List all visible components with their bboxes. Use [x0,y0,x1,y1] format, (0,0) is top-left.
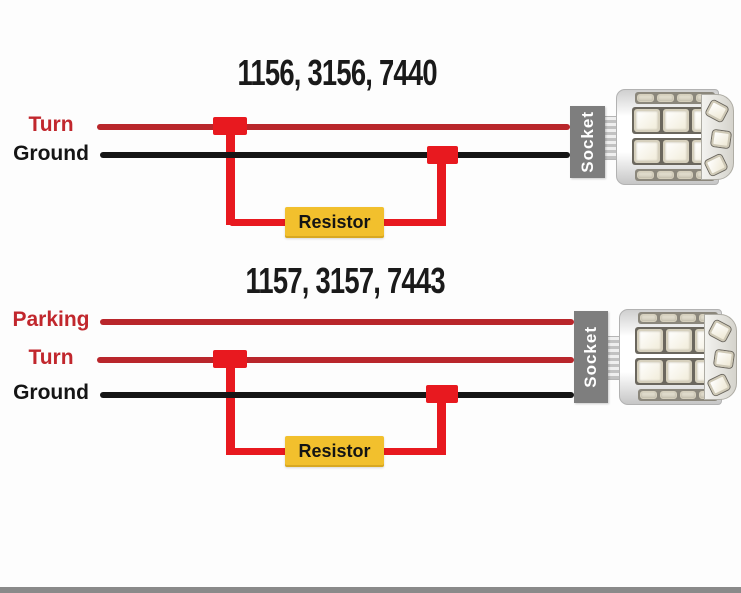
led-chip [634,140,660,163]
led-chip [666,360,692,383]
led-chip [704,153,728,177]
led-chip [679,391,697,399]
diagram1-turn-label: Turn [28,113,74,136]
diagram2-socket-box: Socket [574,311,608,403]
diagram1-turn-tap-down-wire [226,132,235,225]
led-chip [637,360,663,383]
diagram2-turn-tap-connector [213,350,247,368]
led-strip-top [635,92,715,104]
led-chip [637,171,654,179]
led-chip [637,329,663,352]
diagram2-parking-wire [100,319,574,325]
diagram2-turn-wire [97,357,574,363]
led-chip [705,99,729,123]
led-chip [663,140,689,163]
diagram1-ground-wire [100,152,570,158]
led-chip [640,391,657,399]
diagram1-title: 1156, 3156, 7440 [230,51,445,95]
diagram1-socket-box: Socket [570,106,605,178]
diagram2-led-bulb [604,309,738,405]
led-chip [663,109,689,132]
led-chip [676,94,694,102]
diagram1-ground-tap-connector [427,146,458,164]
diagram1-title-text: 1156, 3156, 7440 [237,52,438,93]
diagram2-ground-label: Ground [13,381,89,404]
diagram2-title: 1157, 3157, 7443 [238,259,453,303]
diagram1-socket-label: Socket [577,111,597,173]
diagram1-resistor: Resistor [285,207,384,238]
bulb-end-cap [704,314,737,400]
led-chip [659,314,677,322]
diagram2-ground-tap-connector [426,385,458,403]
led-chip [708,319,732,343]
led-chip [637,94,654,102]
diagram1-ground-label: Ground [13,142,89,165]
diagram2-resistor: Resistor [285,436,384,467]
led-chip [710,129,732,149]
led-chip [634,109,660,132]
led-chip [656,94,674,102]
diagram2-ground-wire [100,392,574,398]
diagram1-turn-wire [97,124,570,130]
diagram2-resistor-label: Resistor [298,441,371,461]
diagram2-socket-label: Socket [581,326,600,388]
bulb-end-cap [701,94,734,180]
led-chip [679,314,697,322]
diagram1-ground-tap-down-wire [437,162,446,226]
led-chip [713,349,735,369]
led-chip [656,171,674,179]
led-chip [676,171,694,179]
diagram1-turn-tap-connector [213,117,247,135]
led-chip [659,391,677,399]
diagram2-title-text: 1157, 3157, 7443 [245,260,446,301]
led-chip [707,373,731,397]
diagram2-turn-tap-down-wire [226,366,235,455]
diagram2-parking-label: Parking [12,308,90,331]
diagram1-resistor-label: Resistor [298,212,371,232]
led-chip [640,314,657,322]
led-chip [666,329,692,352]
diagram2-ground-tap-down-wire [437,402,446,455]
image-bottom-border [0,587,741,593]
diagram1-led-bulb [601,89,735,185]
diagram2-turn-label: Turn [28,346,74,369]
